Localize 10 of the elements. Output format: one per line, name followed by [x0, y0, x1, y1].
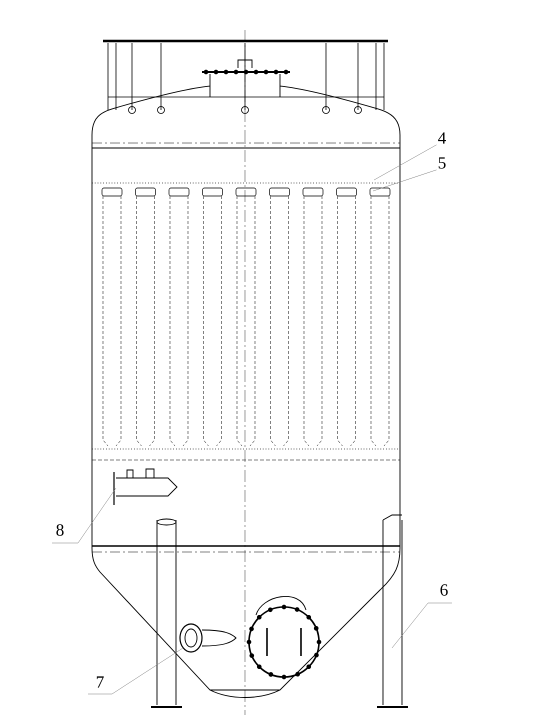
callout-number: 7 — [96, 676, 104, 688]
callout-number: 8 — [56, 524, 64, 536]
callout-number: 4 — [438, 132, 446, 144]
callout-number: 6 — [440, 584, 448, 596]
leader-line — [374, 144, 437, 180]
leader-line — [88, 648, 184, 694]
leader-line — [52, 488, 116, 544]
leader-line — [392, 602, 452, 648]
leader-line — [372, 170, 437, 192]
callout-number: 5 — [438, 157, 446, 169]
